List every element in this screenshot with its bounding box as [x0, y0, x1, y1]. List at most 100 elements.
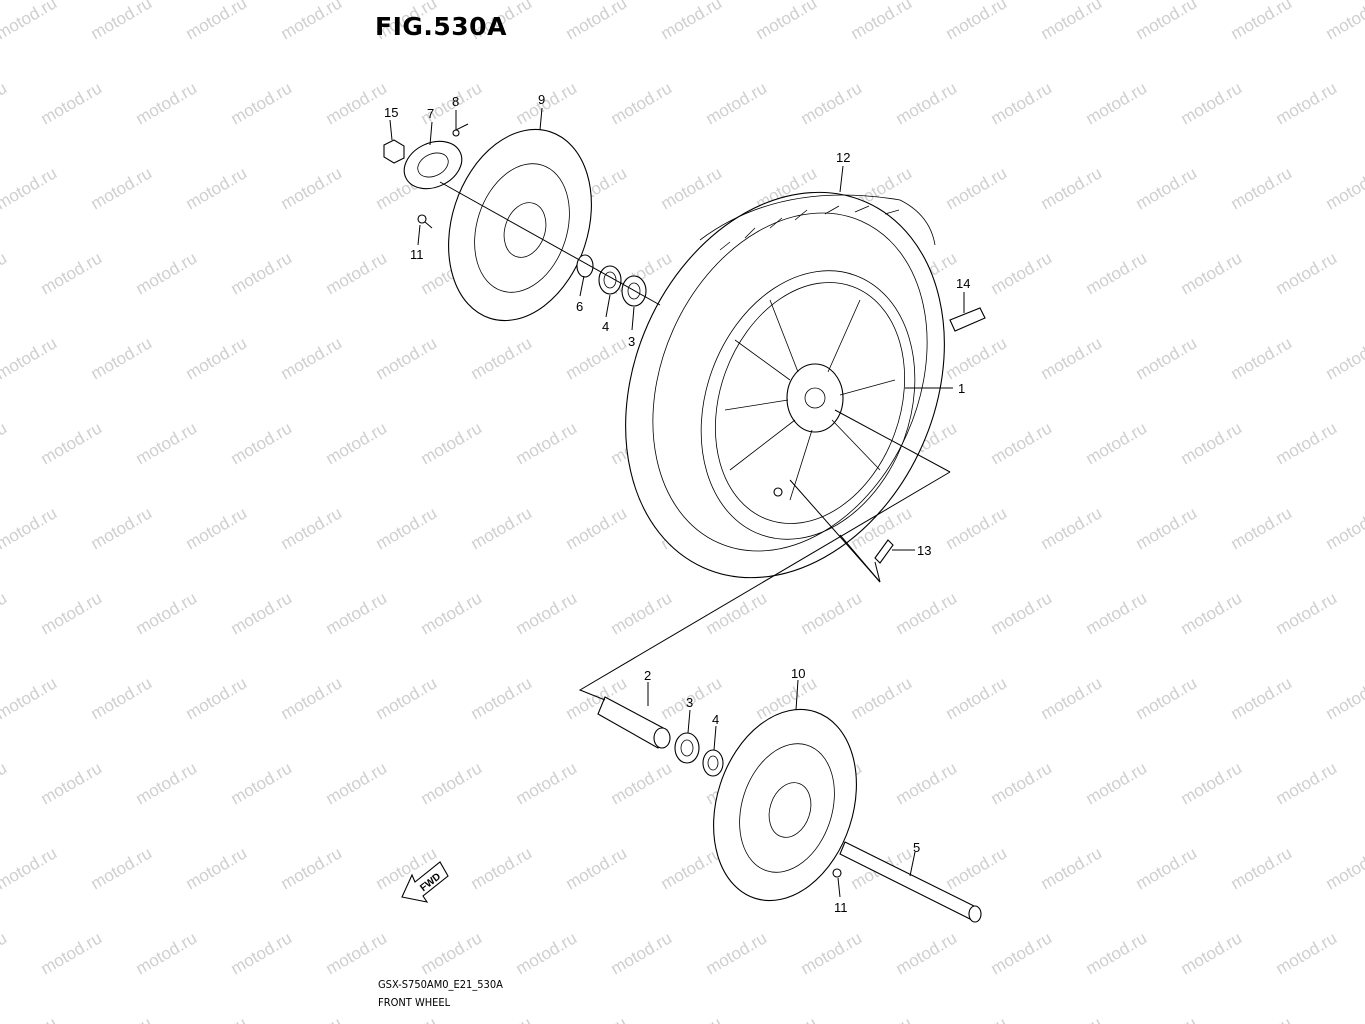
watermark-text: motod.ru — [373, 503, 441, 553]
figure-name: FRONT WHEEL — [378, 996, 451, 1009]
watermark-text: motod.ru — [278, 1013, 346, 1024]
callout-label: 3 — [628, 334, 635, 349]
watermark-text: motod.ru — [1323, 163, 1365, 213]
watermark-text: motod.ru — [1038, 1013, 1106, 1024]
watermark-text: motod.ru — [418, 928, 486, 978]
callout-label: 10 — [791, 666, 805, 681]
callout-label: 5 — [913, 840, 920, 855]
watermark-text: motod.ru — [228, 418, 296, 468]
front-wheel-rim — [700, 270, 916, 540]
watermark-text: motod.ru — [943, 333, 1011, 383]
watermark-text: motod.ru — [608, 758, 676, 808]
watermark-text: motod.ru — [278, 163, 346, 213]
watermark-text: motod.ru — [133, 928, 201, 978]
watermark-text: motod.ru — [513, 758, 581, 808]
watermark-text: motod.ru — [988, 928, 1056, 978]
watermark-text: motod.ru — [183, 333, 251, 383]
watermark-text: motod.ru — [418, 418, 486, 468]
watermark-text: motod.ru — [798, 928, 866, 978]
watermark-text: motod.ru — [278, 0, 346, 43]
watermark-text: motod.ru — [0, 928, 10, 978]
watermark-text: motod.ru — [988, 758, 1056, 808]
watermark-text: motod.ru — [1038, 0, 1106, 43]
watermark-text: motod.ru — [468, 1013, 536, 1024]
watermark-text: motod.ru — [1273, 78, 1341, 128]
watermark-text: motod.ru — [38, 248, 106, 298]
watermark-text: motod.ru — [1083, 758, 1151, 808]
watermark-text: motod.ru — [183, 843, 251, 893]
watermark-text: motod.ru — [133, 78, 201, 128]
watermark-text: motod.ru — [893, 78, 961, 128]
watermark-text: motod.ru — [988, 78, 1056, 128]
watermark-text: motod.ru — [798, 588, 866, 638]
watermark-text: motod.ru — [183, 1013, 251, 1024]
watermark-text: motod.ru — [1323, 673, 1365, 723]
watermark-text: motod.ru — [1038, 163, 1106, 213]
watermark-text: motod.ru — [373, 1013, 441, 1024]
watermark-text: motod.ru — [753, 1013, 821, 1024]
watermark-text: motod.ru — [133, 418, 201, 468]
watermark-text: motod.ru — [183, 0, 251, 43]
watermark-text: motod.ru — [563, 843, 631, 893]
watermark-text: motod.ru — [88, 503, 156, 553]
watermark-text: motod.ru — [1323, 1013, 1365, 1024]
watermark-text: motod.ru — [1038, 503, 1106, 553]
front-tire — [625, 191, 945, 579]
watermark-text: motod.ru — [703, 928, 771, 978]
watermark-text: motod.ru — [1038, 843, 1106, 893]
front-axle — [839, 841, 982, 923]
watermark-text: motod.ru — [183, 673, 251, 723]
watermark-text: motod.ru — [563, 0, 631, 43]
watermark-text: motod.ru — [0, 248, 10, 298]
watermark-text: motod.ru — [228, 78, 296, 128]
watermark-text: motod.ru — [323, 588, 391, 638]
callout-label: 8 — [452, 94, 459, 109]
watermark-text: motod.ru — [1228, 0, 1296, 43]
watermark-text: motod.ru — [418, 758, 486, 808]
watermark-text: motod.ru — [0, 503, 60, 553]
watermark-text: motod.ru — [1273, 418, 1341, 468]
watermark-text: motod.ru — [1133, 163, 1201, 213]
watermark-text: motod.ru — [38, 78, 106, 128]
watermark-text: motod.ru — [468, 673, 536, 723]
watermark-text: motod.ru — [1228, 1013, 1296, 1024]
nut — [383, 139, 405, 164]
sensor-rotor — [403, 140, 463, 190]
watermark-text: motod.ru — [38, 928, 106, 978]
watermark-text: motod.ru — [133, 758, 201, 808]
watermark-text: motod.ru — [658, 163, 726, 213]
watermark-text: motod.ru — [1133, 503, 1201, 553]
watermark-text: motod.ru — [988, 588, 1056, 638]
watermark-text: motod.ru — [1228, 843, 1296, 893]
callout-label: 15 — [384, 105, 398, 120]
watermark-text: motod.ru — [0, 418, 10, 468]
watermark-text: motod.ru — [988, 248, 1056, 298]
watermark-text: motod.ru — [1083, 418, 1151, 468]
watermark-text: motod.ru — [88, 333, 156, 383]
watermark-text: motod.ru — [1133, 333, 1201, 383]
watermark-text: motod.ru — [943, 503, 1011, 553]
wheel-spacer — [597, 696, 671, 749]
callout-label: 2 — [644, 668, 651, 683]
watermark-text: motod.ru — [278, 503, 346, 553]
lower-disc-bolt — [832, 868, 842, 878]
watermark-text: motod.ru — [38, 588, 106, 638]
watermark-text: motod.ru — [1228, 333, 1296, 383]
watermark-text: motod.ru — [88, 673, 156, 723]
callout-label: 3 — [686, 695, 693, 710]
watermark-text: motod.ru — [943, 843, 1011, 893]
watermark-text: motod.ru — [418, 588, 486, 638]
callout-label: 11 — [834, 900, 848, 915]
watermark-text: motod.ru — [1083, 78, 1151, 128]
watermark-text: motod.ru — [943, 1013, 1011, 1024]
watermark-text: motod.ru — [0, 78, 10, 128]
watermark-text: motod.ru — [848, 673, 916, 723]
watermark-text: motod.ru — [88, 1013, 156, 1024]
figure-title: FIG.530A — [375, 12, 507, 41]
watermark-text: motod.ru — [1273, 588, 1341, 638]
callout-label: 12 — [836, 150, 850, 165]
watermark-text: motod.ru — [1273, 758, 1341, 808]
brake-disc-right — [713, 708, 857, 902]
watermark-text: motod.ru — [1133, 673, 1201, 723]
watermark-text: motod.ru — [1178, 418, 1246, 468]
